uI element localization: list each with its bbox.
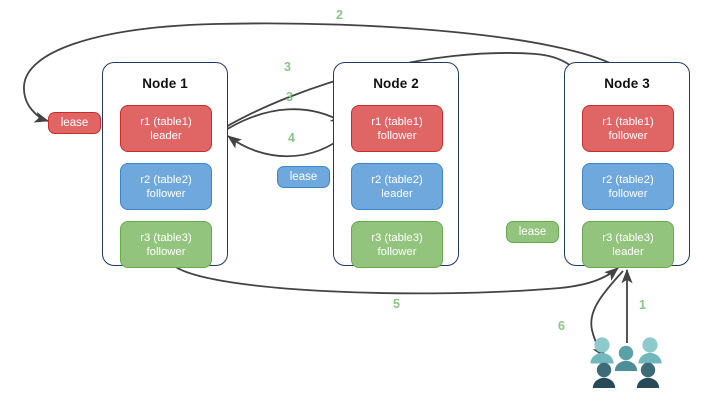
replica-name: r1 (table1) xyxy=(602,115,654,128)
lease-badge-r3: lease xyxy=(506,221,559,243)
replica-name: r2 (table2) xyxy=(602,173,654,186)
replica-role: leader xyxy=(150,129,182,142)
node-card-node1: Node 1 r1 (table1) leader r2 (table2) fo… xyxy=(102,62,228,268)
replica-name: r1 (table1) xyxy=(140,115,192,128)
lease-label: lease xyxy=(289,171,318,183)
replica-name: r3 (table3) xyxy=(602,231,654,244)
replica-name: r1 (table1) xyxy=(371,115,423,128)
edge-3-lower xyxy=(223,108,345,132)
step-label-3-lower: 3 xyxy=(286,90,293,104)
node-title: Node 2 xyxy=(373,76,419,91)
step-label-6: 6 xyxy=(558,319,565,333)
replica-r3: r3 (table3) leader xyxy=(582,221,674,268)
replica-name: r3 (table3) xyxy=(371,231,423,244)
step-label-3-upper: 3 xyxy=(284,60,291,74)
replica-r2: r2 (table2) leader xyxy=(351,163,443,210)
replica-name: r3 (table3) xyxy=(140,231,192,244)
replica-name: r2 (table2) xyxy=(140,173,192,186)
lease-label: lease xyxy=(518,226,547,238)
replica-role: follower xyxy=(377,245,417,258)
lease-label: lease xyxy=(60,117,89,129)
replica-role: leader xyxy=(612,245,644,258)
lease-badge-r1: lease xyxy=(48,112,101,134)
step-label-1: 1 xyxy=(639,298,646,312)
node-title: Node 1 xyxy=(142,76,188,91)
replica-role: follower xyxy=(146,245,186,258)
replica-r3: r3 (table3) follower xyxy=(120,221,212,268)
replica-name: r2 (table2) xyxy=(371,173,423,186)
replica-role: follower xyxy=(377,129,417,142)
replica-r1: r1 (table1) leader xyxy=(120,105,212,152)
node-card-node3: Node 3 r1 (table1) follower r2 (table2) … xyxy=(564,62,690,268)
replica-r3: r3 (table3) follower xyxy=(351,221,443,268)
node-title: Node 3 xyxy=(604,76,650,91)
replica-r1: r1 (table1) follower xyxy=(351,105,443,152)
replica-r2: r2 (table2) follower xyxy=(120,163,212,210)
replica-role: follower xyxy=(146,187,186,200)
replica-role: follower xyxy=(608,187,648,200)
step-label-4: 4 xyxy=(288,131,295,145)
step-label-2: 2 xyxy=(336,8,343,22)
lease-badge-r2: lease xyxy=(277,166,330,188)
replica-r2: r2 (table2) follower xyxy=(582,163,674,210)
replica-role: leader xyxy=(381,187,413,200)
step-label-5: 5 xyxy=(393,297,400,311)
edge-5 xyxy=(171,263,619,295)
replica-r1: r1 (table1) follower xyxy=(582,105,674,152)
users-icon xyxy=(590,337,662,388)
node-card-node2: Node 2 r1 (table1) follower r2 (table2) … xyxy=(333,62,459,268)
replica-role: follower xyxy=(608,129,648,142)
